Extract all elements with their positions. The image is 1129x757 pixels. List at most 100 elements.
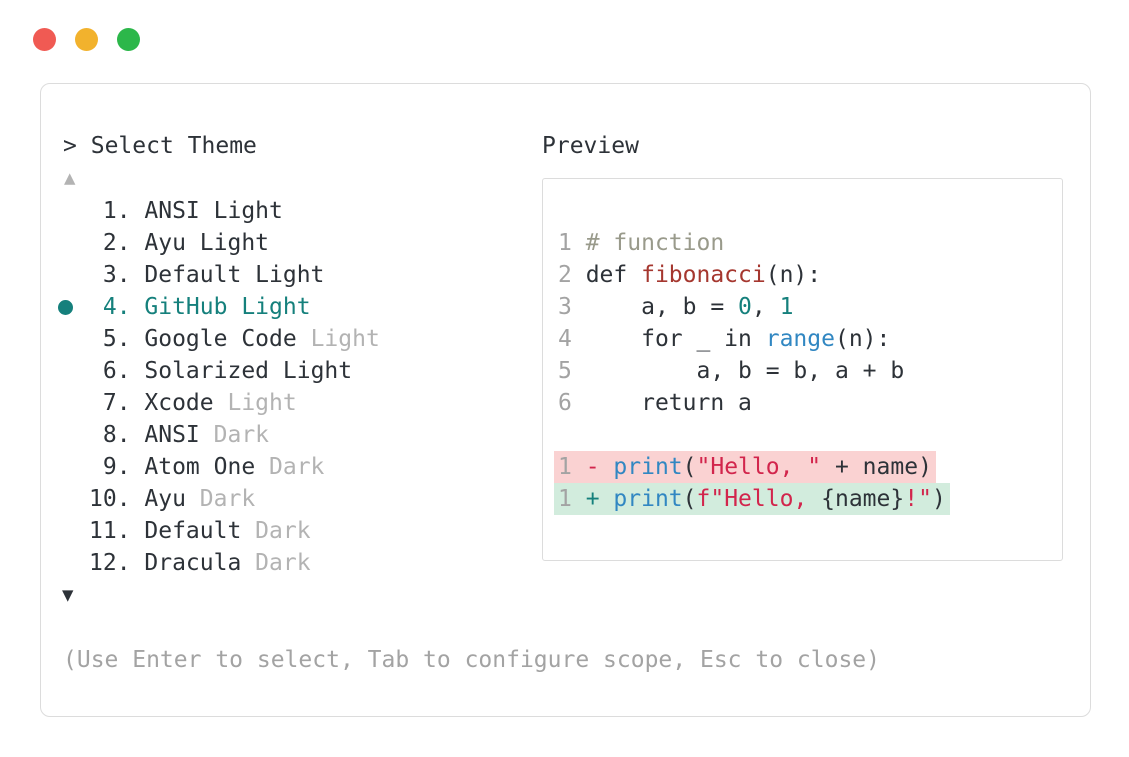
code-token-plain: (n): [834,326,891,352]
theme-item-number: 12. [89,550,145,576]
diff-removed-line: 1 - print("Hello, " + name) [554,451,1062,483]
theme-item-number: 5. [89,326,145,352]
theme-item-variant: Light [241,294,311,320]
theme-list: 1. ANSI Light 2. Ayu Light 3. Default Li… [41,195,541,579]
code-line-content: 1 # function [554,227,728,259]
theme-item-label: GitHub Light [144,294,311,320]
theme-item-variant: Light [213,198,283,224]
theme-item-number: 10. [89,486,145,512]
theme-item-number: 6. [89,358,145,384]
selected-bullet-icon [58,300,73,315]
minimize-button[interactable] [75,28,98,51]
code-line: 5 a, b = b, a + b [558,355,1062,387]
theme-list-item[interactable]: 1. ANSI Light [41,195,541,227]
theme-item-label: Ayu Dark [144,486,256,512]
code-token-crimson: - [585,454,614,480]
code-token-plain: , [751,294,780,320]
theme-item-number: 7. [89,390,145,416]
theme-item-label: Solarized Light [144,358,353,384]
theme-item-number: 2. [89,230,145,256]
code-token-muted: 6 [558,390,586,416]
code-line-content: 4 for _ in range(n): [554,323,894,355]
code-token-teal: + [585,486,614,512]
code-token-muted: 4 [558,326,586,352]
theme-item-label: Dracula Dark [144,550,311,576]
theme-item-label: ANSI Light [144,198,283,224]
theme-item-variant: Light [310,326,380,352]
theme-item-variant: Light [199,230,270,256]
theme-item-label: ANSI Dark [144,422,270,448]
theme-list-item[interactable]: 5. Google Code Light [41,323,541,355]
code-token-muted: 1 [558,454,586,480]
code-token-comment: # function [585,230,725,256]
code-line: 2 def fibonacci(n): [558,259,1062,291]
theme-item-number: 8. [89,422,145,448]
theme-item-variant: Dark [269,454,325,480]
theme-item-number: 9. [89,454,145,480]
close-button[interactable] [33,28,56,51]
code-token-plain: a, b = [585,294,739,320]
code-token-num: 1 [779,294,794,320]
code-token-builtin: print [613,454,683,480]
code-line-content: 5 a, b = b, a + b [554,355,908,387]
code-token-func: fibonacci [641,262,766,288]
scroll-up-icon[interactable]: ▲ [64,167,76,189]
code-token-builtin: print [613,486,683,512]
theme-item-label: Ayu Light [144,230,270,256]
code-line-content: 6 return a [554,387,756,419]
scroll-down-icon[interactable]: ▼ [62,584,74,606]
code-token-plain: ) [931,486,946,512]
prompt-title: Select Theme [90,133,257,159]
zoom-button[interactable] [117,28,140,51]
code-line [558,419,1062,451]
theme-item-variant: Light [227,390,297,416]
code-token-plain: ( [682,454,697,480]
theme-item-variant: Dark [255,518,311,544]
code-token-plain: ( [682,486,697,512]
code-line: 1 # function [558,227,1062,259]
code-token-str: !" [904,486,932,512]
code-line: 3 a, b = 0, 1 [558,291,1062,323]
theme-item-variant: Dark [199,486,256,512]
code-token-muted: 2 [558,262,586,288]
theme-item-label: Xcode Light [144,390,297,416]
code-token-plain: {name} [821,486,905,512]
code-token-plain: (n): [765,262,822,288]
theme-picker-panel: > Select Theme ▲ 1. ANSI Light 2. Ayu Li… [40,83,1091,717]
theme-list-item[interactable]: 6. Solarized Light [41,355,541,387]
diff-added-line: 1 + print(f"Hello, {name}!") [554,483,1062,515]
theme-list-item[interactable]: 2. Ayu Light [41,227,541,259]
code-line: 4 for _ in range(n): [558,323,1062,355]
theme-list-item[interactable]: 3. Default Light [41,259,541,291]
theme-list-item[interactable]: 11. Default Dark [41,515,541,547]
theme-list-item[interactable]: 12. Dracula Dark [41,547,541,579]
code-line-content: 3 a, b = 0, 1 [554,291,797,323]
theme-item-variant: Light [282,358,353,384]
theme-list-item[interactable]: 4. GitHub Light [41,291,541,323]
code-token-plain: def [585,262,642,288]
code-token-str: f"Hello, [696,486,822,512]
code-token-plain: a, b = b, a + b [585,358,905,384]
prompt: > Select Theme [63,130,257,162]
theme-item-label: Default Dark [144,518,311,544]
theme-list-item[interactable]: 10. Ayu Dark [41,483,541,515]
code-token-muted: 3 [558,294,586,320]
code-line-content: 1 + print(f"Hello, {name}!") [554,483,950,515]
theme-list-item[interactable]: 7. Xcode Light [41,387,541,419]
code-token-plain: for _ in [585,326,766,352]
theme-item-label: Atom One Dark [144,454,325,480]
code-token-builtin: range [765,326,835,352]
theme-item-number: 1. [89,198,145,224]
code-line-content: 1 - print("Hello, " + name) [554,451,936,483]
code-token-plain: + name) [821,454,932,480]
theme-item-number: 11. [89,518,145,544]
help-text: (Use Enter to select, Tab to configure s… [63,647,880,673]
theme-list-item[interactable]: 8. ANSI Dark [41,419,541,451]
theme-item-label: Google Code Light [144,326,380,352]
code-token-plain: return a [585,390,752,416]
theme-list-item[interactable]: 9. Atom One Dark [41,451,541,483]
theme-item-number: 3. [89,262,145,288]
theme-item-number: 4. [89,294,145,320]
